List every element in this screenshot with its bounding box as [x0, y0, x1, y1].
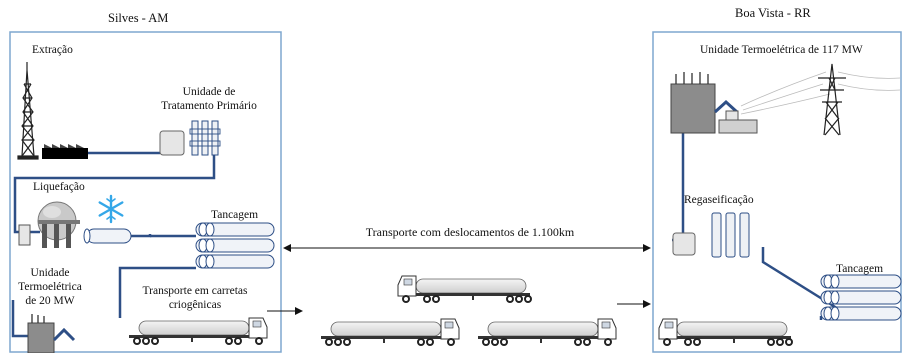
silves-site-title: Silves - AM	[108, 11, 169, 25]
right-tankage-icon	[820, 274, 902, 321]
boa-vista-site-box	[652, 31, 902, 353]
power-lines	[740, 71, 901, 115]
right-pipelines	[672, 132, 849, 320]
left-tankage-icon	[195, 222, 275, 269]
cryogenic-trucks-label-line2: criogênicas	[168, 299, 222, 311]
transmission-tower-icon	[818, 63, 846, 136]
treatment-label-line1: Unidade de	[182, 86, 236, 98]
left-pipelines	[11, 150, 216, 338]
transit-truck-top-icon	[397, 275, 532, 303]
left-thermo-unit-icon	[27, 314, 76, 353]
left-cryogenic-truck-icon	[128, 317, 268, 345]
transit-truck-bottom-left-icon	[320, 318, 460, 346]
treatment-unit-icon	[159, 120, 221, 156]
cryogenic-trucks-label-line1: Transporte em carretas	[142, 285, 248, 297]
right-thermo-label: Unidade Termoelétrica de 117 MW	[700, 44, 863, 56]
left-thermo-label-line2: Termoelétrica	[18, 281, 82, 293]
treatment-label-line2: Tratamento Primário	[161, 100, 257, 112]
left-thermo-label-line1: Unidade	[30, 267, 70, 279]
extraction-tower-icon	[17, 62, 39, 160]
regasification-unit-icon	[672, 212, 750, 258]
transit-truck-bottom-right-icon	[477, 318, 617, 346]
boa-vista-site-title: Boa Vista - RR	[735, 6, 811, 20]
liquefaction-unit-icon	[18, 201, 132, 248]
transport-distance-label: Transporte com deslocamentos de 1.100km	[365, 225, 575, 239]
liquefaction-label: Liquefação	[33, 181, 85, 193]
factory-icon	[42, 144, 88, 159]
regasification-label: Regaseificação	[684, 194, 754, 206]
right-thermo-plant-icon	[670, 72, 758, 134]
left-tankage-label: Tancagem	[211, 209, 259, 221]
snowflake-icon	[98, 194, 124, 224]
right-tankage-label: Tancagem	[836, 263, 884, 275]
silves-site-box	[9, 31, 282, 353]
extraction-label: Extração	[32, 44, 73, 56]
left-thermo-label-line3: de 20 MW	[25, 295, 75, 307]
right-cryogenic-truck-icon	[658, 318, 793, 346]
